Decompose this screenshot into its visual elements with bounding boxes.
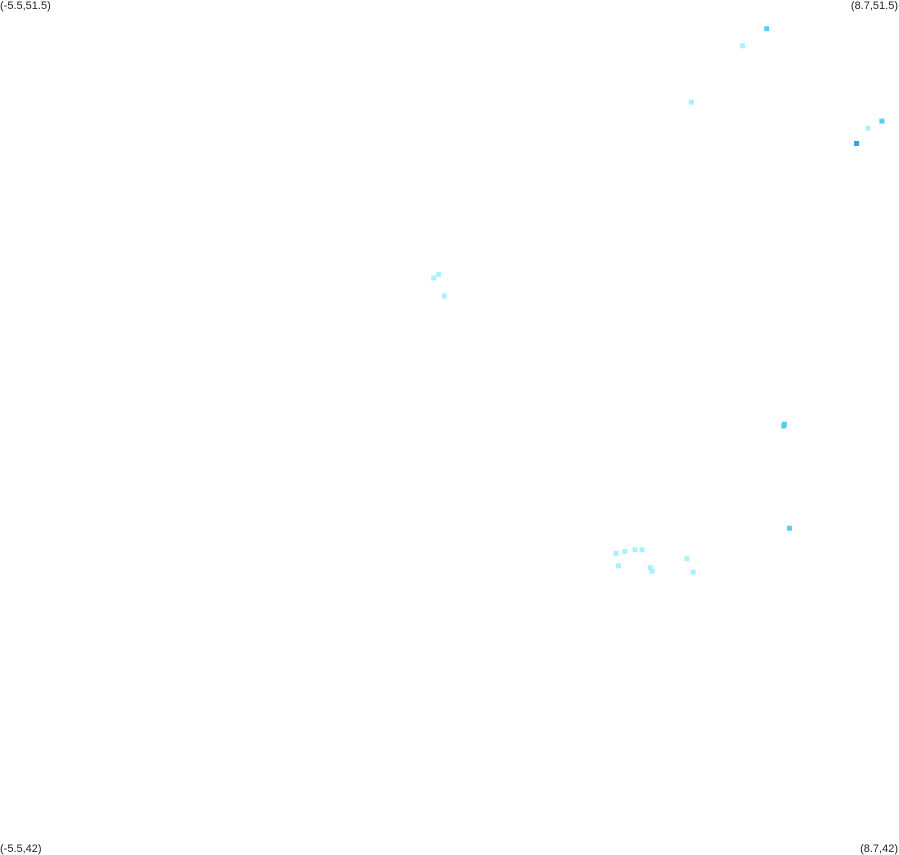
map-point [649, 568, 655, 574]
map-point [431, 275, 437, 281]
map-point [690, 569, 696, 575]
map-point [684, 556, 690, 562]
map-point [740, 43, 746, 49]
map-point [639, 547, 645, 553]
corner-label-top-left: (-5.5,51.5) [0, 0, 51, 12]
map-point [632, 547, 638, 553]
map-point [622, 549, 628, 555]
corner-label-bottom-right: (8.7,42) [860, 843, 898, 855]
map-point [854, 141, 860, 146]
map-point [436, 271, 442, 277]
map-point [616, 563, 621, 569]
map-point [441, 293, 447, 299]
map-point [764, 26, 770, 32]
map-point [688, 99, 694, 105]
map-point [879, 118, 885, 124]
corner-label-top-right: (8.7,51.5) [850, 0, 898, 12]
map-point [613, 550, 619, 556]
map-point [647, 565, 653, 571]
map-point [865, 125, 871, 131]
map-point [787, 525, 792, 531]
map-point [781, 423, 787, 429]
corner-label-bottom-left: (-5.5,42) [0, 843, 42, 855]
